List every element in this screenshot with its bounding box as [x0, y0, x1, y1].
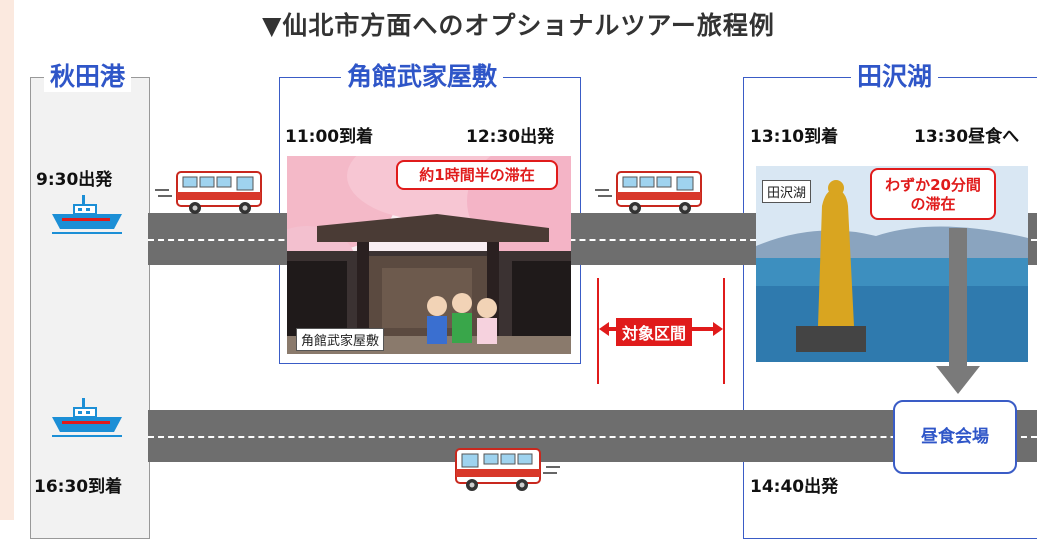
bus-icon — [155, 171, 262, 214]
upper-road-centerline — [148, 239, 1037, 241]
tazawako-stay-callout: わずか20分間 の滞在 — [870, 168, 996, 220]
time-arrive-kakunodate: 11:00到着 — [285, 127, 374, 147]
time-arrive-tazawako: 13:10到着 — [750, 127, 839, 147]
lower-road-centerline — [148, 436, 1037, 438]
target-section-right-marker — [723, 278, 725, 384]
down-arrow-head — [936, 366, 980, 394]
kakunodate-photo-caption: 角館武家屋敷 — [296, 328, 385, 351]
kakunodate-label: 角館武家屋敷 — [341, 62, 504, 92]
time-arrive-port: 16:30到着 — [34, 477, 123, 497]
down-arrow — [949, 228, 967, 368]
bus-icon — [455, 448, 560, 491]
tazawako-stay-line2: の滞在 — [910, 195, 956, 213]
akita-port-label: 秋田港 — [44, 62, 132, 92]
akita-port-frame — [30, 77, 150, 539]
tazawako-stay-line1: わずか20分間 — [885, 176, 981, 194]
tazawako-photo-caption: 田沢湖 — [762, 180, 812, 203]
tazawako-label: 田沢湖 — [851, 62, 939, 92]
time-depart-tazawako: 14:40出発 — [750, 477, 839, 497]
ship-icon — [52, 398, 122, 437]
time-lunch-tazawako: 13:30昼食へ — [914, 127, 1020, 147]
ship-icon — [52, 195, 122, 234]
kakunodate-stay-callout: 約1時間半の滞在 — [396, 160, 558, 190]
bus-icon — [595, 171, 702, 214]
left-strip — [0, 0, 14, 520]
page-title: ▼仙北市方面へのオプショナルツアー旅程例 — [262, 11, 775, 40]
target-section-label: 対象区間 — [616, 318, 693, 346]
lunch-venue-box: 昼食会場 — [893, 400, 1017, 474]
time-depart-port: 9:30出発 — [36, 170, 113, 190]
time-depart-kakunodate: 12:30出発 — [466, 127, 555, 147]
target-section-left-marker — [597, 278, 599, 384]
